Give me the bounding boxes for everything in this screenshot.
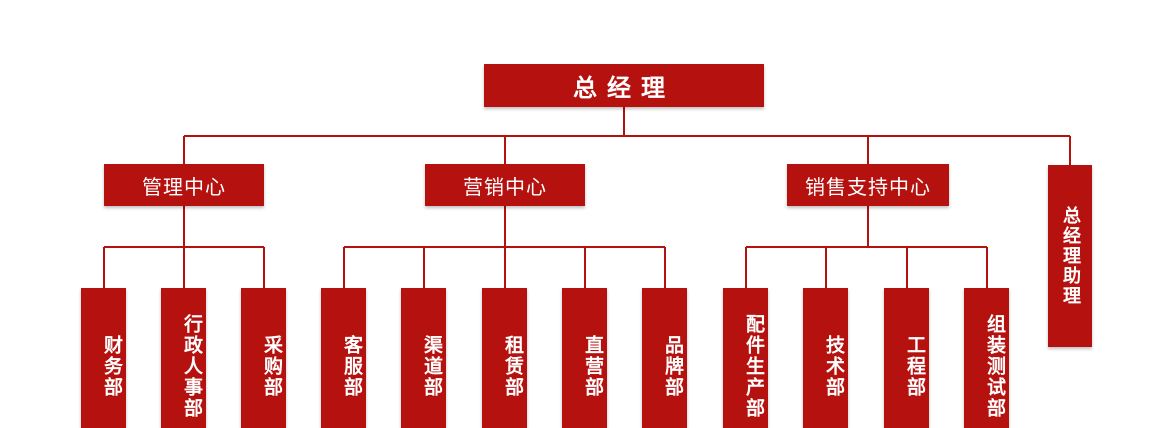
node-dept-direct-sales: 直营部 [562,288,607,428]
node-center-sales-support: 销售支持中心 [787,164,949,206]
node-dept-technology: 技术部 [803,288,848,428]
node-dept-purchasing: 采购部 [241,288,286,428]
node-dept-parts-production: 配件生产部 [723,288,768,428]
node-dept-customer-service: 客服部 [321,288,366,428]
node-gm-assistant: 总经理助理 [1048,165,1092,347]
node-dept-leasing: 租赁部 [482,288,527,428]
node-dept-assembly-testing: 组装测试部 [964,288,1009,428]
connector-lines [103,107,1071,288]
node-dept-admin-hr: 行政人事部 [161,288,206,428]
node-general-manager: 总经理 [484,64,764,107]
node-dept-brand: 品牌部 [642,288,687,428]
node-dept-engineering: 工程部 [884,288,929,428]
node-center-management: 管理中心 [104,164,264,206]
node-dept-finance: 财务部 [81,288,126,428]
org-chart: 总经理 管理中心 营销中心 销售支持中心 总经理助理 财务部 行政人事部 采购部… [81,64,1092,428]
node-dept-channel: 渠道部 [401,288,446,428]
node-center-marketing: 营销中心 [425,164,585,206]
